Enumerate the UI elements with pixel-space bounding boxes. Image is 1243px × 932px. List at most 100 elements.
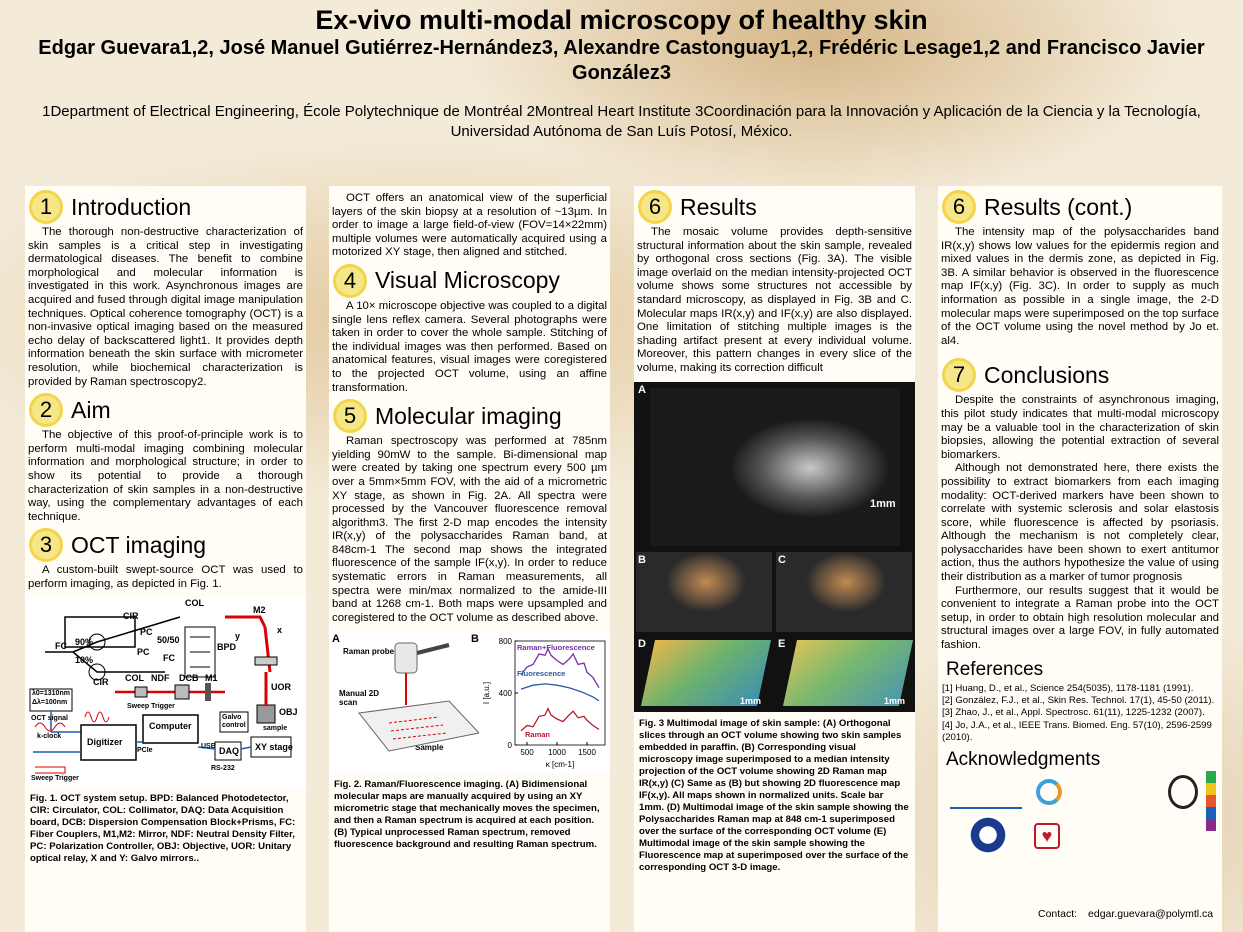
sponsor-logos: ♥ bbox=[938, 770, 1222, 867]
conclusions-text-1: Despite the constraints of asynchronous … bbox=[941, 394, 1219, 461]
label-galvo: Galvo control bbox=[222, 714, 246, 730]
label-90: 90% bbox=[75, 637, 94, 648]
label-manual-scan: Manual 2D scan bbox=[339, 689, 380, 708]
poster-header: Ex-vivo multi-modal microscopy of health… bbox=[0, 4, 1243, 142]
label-fc-right: FC bbox=[163, 653, 175, 664]
section-title: Conclusions bbox=[984, 361, 1110, 388]
section-heading-visual-microscopy: 4 Visual Microscopy bbox=[333, 263, 610, 298]
label-sample: Sample bbox=[415, 743, 444, 753]
ciacyt-logo-icon bbox=[1036, 778, 1062, 805]
label-sweep-trigger: Sweep Trigger bbox=[127, 703, 175, 711]
reference-1: [1] Huang, D., et al., Science 254(5035)… bbox=[942, 682, 1194, 694]
label-rs232: RS-232 bbox=[211, 765, 235, 773]
label-uor: UOR bbox=[271, 682, 291, 693]
section-number-badge: 5 bbox=[333, 399, 367, 434]
x-tick-label: 1500 bbox=[578, 748, 596, 757]
section-heading-molecular-imaging: 5 Molecular imaging bbox=[333, 399, 610, 434]
label-m2: M2 bbox=[253, 605, 266, 616]
series-line-fluorescence bbox=[520, 683, 600, 702]
results-text: The mosaic volume provides depth-sensiti… bbox=[637, 226, 912, 374]
label-x: x bbox=[277, 625, 283, 636]
label-10: 10% bbox=[75, 655, 94, 666]
figure-2-caption: Fig. 2. Raman/Fluorescence imaging. (A) … bbox=[334, 779, 600, 851]
contact-email[interactable]: edgar.guevara@polymtl.ca bbox=[1088, 908, 1214, 920]
figure-1-oct-setup: COL CIR 90% FC 10% PC 50/50 FC PC BPD M2… bbox=[25, 597, 306, 788]
section-title: Results (cont.) bbox=[984, 193, 1133, 220]
acknowledgments-title: Acknowledgments bbox=[946, 748, 1101, 770]
label-dlambda: Δλ=100nm bbox=[32, 699, 68, 707]
label-pc-top: PC bbox=[140, 627, 153, 638]
label-digitizer: Digitizer bbox=[87, 737, 123, 748]
scale-bar-label-d: 1mm bbox=[740, 695, 762, 706]
section-number-badge: 3 bbox=[29, 528, 63, 563]
section-number-badge: 1 bbox=[29, 190, 63, 224]
poster-title: Ex-vivo multi-modal microscopy of health… bbox=[315, 5, 928, 35]
section-number-badge: 4 bbox=[333, 263, 367, 298]
raman-setup-drawing bbox=[358, 642, 479, 752]
results-cont-text: The intensity map of the polysaccharides… bbox=[941, 226, 1219, 347]
label-ndf: NDF bbox=[151, 673, 170, 684]
oct-text: A custom-built swept-source OCT was used… bbox=[28, 564, 303, 590]
scale-bar-label: 1mm bbox=[870, 497, 896, 510]
section-number-badge: 7 bbox=[942, 358, 976, 393]
label-usb: USB bbox=[201, 743, 216, 751]
label-pc-bottom: PC bbox=[137, 647, 150, 658]
contact-label: Contact: bbox=[1038, 908, 1078, 920]
panel-label-a: A bbox=[332, 633, 340, 646]
oct-orthogonal-slices bbox=[650, 387, 900, 546]
label-sweep-trigger-bottom: Sweep Trigger bbox=[31, 775, 79, 783]
y-tick-label: 800 bbox=[499, 637, 513, 646]
polytechnique-logo-icon bbox=[1168, 774, 1198, 809]
label-daq: DAQ bbox=[219, 746, 239, 757]
visual-fluorescence-overlay-c bbox=[776, 551, 912, 632]
reference-3: [3] Zhao, J., et al., Appl. Spectrosc. 6… bbox=[942, 707, 1205, 719]
x-axis-label: κ [cm-1] bbox=[546, 760, 574, 769]
panel-label-a: A bbox=[638, 383, 646, 396]
scale-bar-label-e: 1mm bbox=[884, 695, 906, 706]
label-obj: OBJ bbox=[279, 707, 298, 718]
y-tick-label: 400 bbox=[499, 689, 513, 698]
series-label: Raman+Fluorescence bbox=[517, 643, 595, 652]
label-y: y bbox=[235, 631, 241, 642]
oct-text-continued: OCT offers an anatomical view of the sup… bbox=[332, 192, 607, 259]
conacyt-logo-icon bbox=[968, 814, 1008, 855]
section-number-badge: 6 bbox=[942, 190, 976, 224]
label-oct-signal: OCT signal bbox=[31, 715, 68, 723]
label-pcie: PCIe bbox=[137, 747, 153, 755]
x-tick-label: 500 bbox=[520, 748, 534, 757]
section-heading-conclusions: 7 Conclusions bbox=[942, 358, 1222, 393]
panel-label-b: B bbox=[638, 553, 646, 566]
panel-label-e: E bbox=[778, 637, 786, 650]
quebec-logo bbox=[950, 775, 1022, 809]
label-raman-probe: Raman probe bbox=[343, 647, 395, 657]
section-title: Molecular imaging bbox=[375, 402, 562, 429]
column-1: 1 Introduction The thorough non-destruct… bbox=[25, 186, 306, 932]
section-title: OCT imaging bbox=[71, 531, 207, 558]
section-heading-introduction: 1 Introduction bbox=[29, 190, 306, 224]
section-title: Results bbox=[680, 193, 757, 220]
label-5050: 50/50 bbox=[157, 635, 180, 646]
cardiologie-logo-icon: ♥ bbox=[1034, 822, 1060, 849]
section-heading-results: 6 Results bbox=[638, 190, 915, 224]
section-number-badge: 2 bbox=[29, 393, 63, 428]
series-label: Raman bbox=[525, 730, 550, 739]
label-sample: sample bbox=[263, 725, 288, 733]
panel-label-b: B bbox=[471, 633, 479, 646]
aim-text: The objective of this proof-of-principle… bbox=[28, 429, 303, 523]
section-heading-oct-imaging: 3 OCT imaging bbox=[29, 528, 306, 563]
visual-raman-overlay-b bbox=[636, 551, 772, 632]
series-line-raman-fluorescence bbox=[520, 647, 600, 689]
reference-2: [2] González, F.J., et al., Skin Res. Te… bbox=[942, 695, 1215, 707]
visual-microscopy-text: A 10× microscope objective was coupled t… bbox=[332, 299, 607, 394]
column-4: 6 Results (cont.) The intensity map of t… bbox=[938, 186, 1222, 932]
label-bpd: BPD bbox=[217, 642, 237, 653]
label-lambda: λ0=1310nm bbox=[32, 690, 70, 698]
oct-setup-diagram bbox=[29, 615, 292, 774]
figure-1-caption: Fig. 1. OCT system setup. BPD: Balanced … bbox=[30, 793, 296, 865]
panel-label-d: D bbox=[638, 637, 646, 650]
series-line-raman bbox=[520, 707, 600, 732]
label-cir-top: CIR bbox=[123, 611, 139, 622]
label-computer: Computer bbox=[149, 721, 192, 732]
panel-label-c: C bbox=[778, 553, 786, 566]
